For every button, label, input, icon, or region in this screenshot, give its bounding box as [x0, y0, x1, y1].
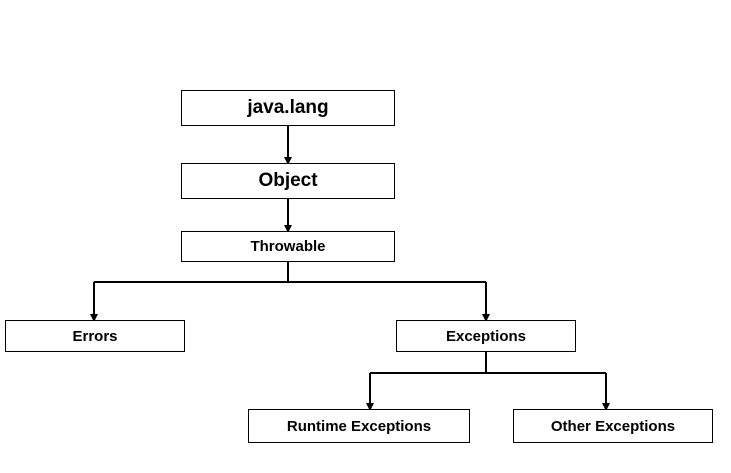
node-runtime-exceptions-label: Runtime Exceptions — [286, 417, 432, 435]
node-other-exceptions: Other Exceptions — [513, 409, 713, 443]
node-runtime-exceptions: Runtime Exceptions — [248, 409, 470, 443]
node-java-lang-label: java.lang — [247, 97, 329, 118]
node-errors-label: Errors — [72, 327, 118, 345]
node-exceptions-label: Exceptions — [445, 327, 527, 345]
node-java-lang: java.lang — [181, 90, 395, 126]
node-exceptions: Exceptions — [396, 320, 576, 352]
node-other-exceptions-label: Other Exceptions — [550, 417, 676, 435]
node-object: Object — [181, 163, 395, 199]
node-errors: Errors — [5, 320, 185, 352]
node-object-label: Object — [258, 170, 318, 191]
node-throwable: Throwable — [181, 231, 395, 262]
node-throwable-label: Throwable — [250, 238, 326, 255]
